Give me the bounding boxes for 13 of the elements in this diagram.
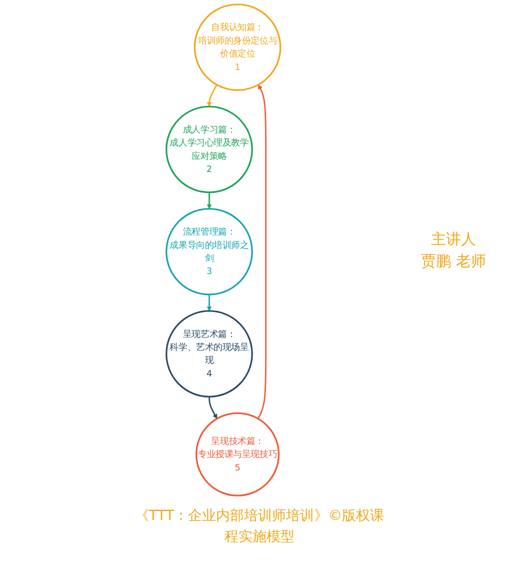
node-circle: 呈现技术篇： 专业授课与呈现技巧 5 <box>195 412 280 496</box>
arrow <box>257 84 266 419</box>
arrow <box>206 84 218 107</box>
arrow <box>206 294 212 312</box>
arrow <box>208 396 217 419</box>
caption: 《TTT：企业内部培训师培训》©版权课程实施模型 <box>134 507 384 547</box>
node-circle: 流程管理篇： 成果导向的培训师之剑 3 <box>165 208 253 296</box>
presenter-label: 主讲人 <box>431 229 476 250</box>
arrow <box>206 192 212 210</box>
node-circle: 成人学习篇： 成人学习心理及教学应对策略 2 <box>165 106 253 194</box>
node-circle: 呈现艺术篇： 科学、艺术的现场呈现 4 <box>165 310 253 398</box>
presenter-label: 贾鹏 老师 <box>421 251 486 272</box>
node-circle: 自我认知篇： 培训师的身份定位与价值定位 1 <box>194 4 281 91</box>
